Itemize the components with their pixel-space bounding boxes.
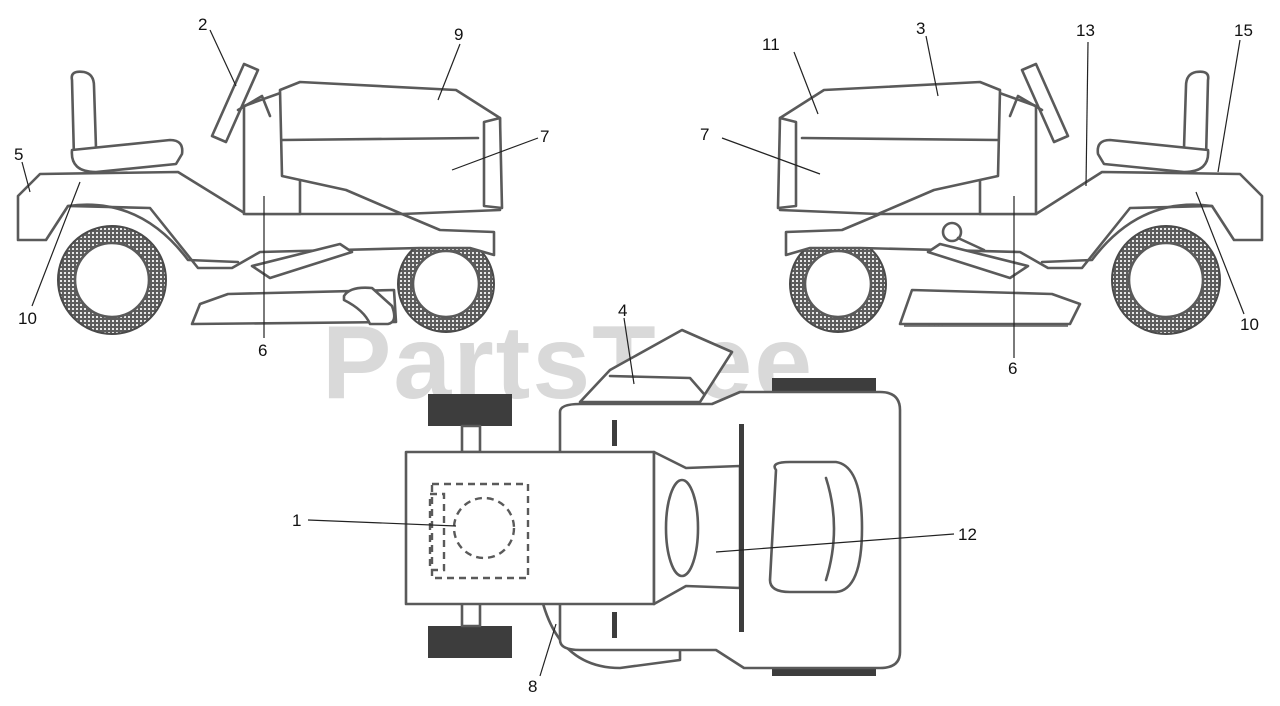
hood-right: [778, 80, 1002, 216]
tractor-left-side-icon: [16, 62, 504, 335]
rear-tire-top-upper: [428, 394, 512, 426]
leader-lines: [21, 29, 1245, 677]
rear-hub-left: [73, 241, 151, 319]
callout-11: 11: [762, 35, 780, 54]
callout-5: 5: [14, 145, 23, 164]
steering-wheel-right: [1020, 62, 1070, 144]
callout-6-right: 6: [1008, 359, 1017, 378]
callout-13: 13: [1076, 21, 1095, 40]
callout-10-left: 10: [18, 309, 37, 328]
front-tire-top-upper: [772, 378, 876, 392]
callout-7-left: 7: [540, 127, 549, 146]
tractor-right-side-icon: [776, 62, 1264, 335]
steering-top: [664, 478, 700, 578]
pedal-right: [926, 242, 1030, 280]
seat-back-right: [1182, 70, 1210, 160]
callout-numbers: 2 9 7 5 10 6 3 11 7 13 15 10 6 4 1 12 8: [14, 15, 1259, 696]
rear-tire-top-lower: [428, 626, 512, 658]
grille-left: [482, 116, 504, 210]
callout-12: 12: [958, 525, 977, 544]
callout-10-right: 10: [1240, 315, 1259, 334]
callout-9: 9: [454, 25, 463, 44]
callout-4: 4: [618, 301, 627, 320]
callout-1: 1: [292, 511, 301, 530]
decal-circle-dashed: [452, 496, 516, 560]
callout-15: 15: [1234, 21, 1253, 40]
grille-right: [776, 116, 798, 210]
callout-8: 8: [528, 677, 537, 696]
mower-deck-right: [898, 288, 1082, 326]
deck-chute-left: [342, 286, 396, 326]
rear-hub-right: [1127, 241, 1205, 319]
seat-back-left: [70, 70, 98, 160]
hood-oval-top: [768, 460, 864, 594]
front-hub-left: [411, 249, 481, 319]
seat-base-left: [70, 138, 184, 174]
front-hub-right: [803, 249, 873, 319]
hood-seam-top: [739, 424, 744, 632]
decal-area-dashed: [430, 482, 530, 580]
callout-7-right: 7: [700, 125, 709, 144]
seat-base-right: [1096, 138, 1210, 174]
steering-wheel-left: [210, 62, 260, 144]
lever-knob-right: [941, 221, 963, 243]
callout-6-left: 6: [258, 341, 267, 360]
hood-left: [278, 80, 502, 216]
tractor-top-view-icon: [404, 328, 902, 676]
callout-2: 2: [198, 15, 207, 34]
callout-3: 3: [916, 19, 925, 38]
